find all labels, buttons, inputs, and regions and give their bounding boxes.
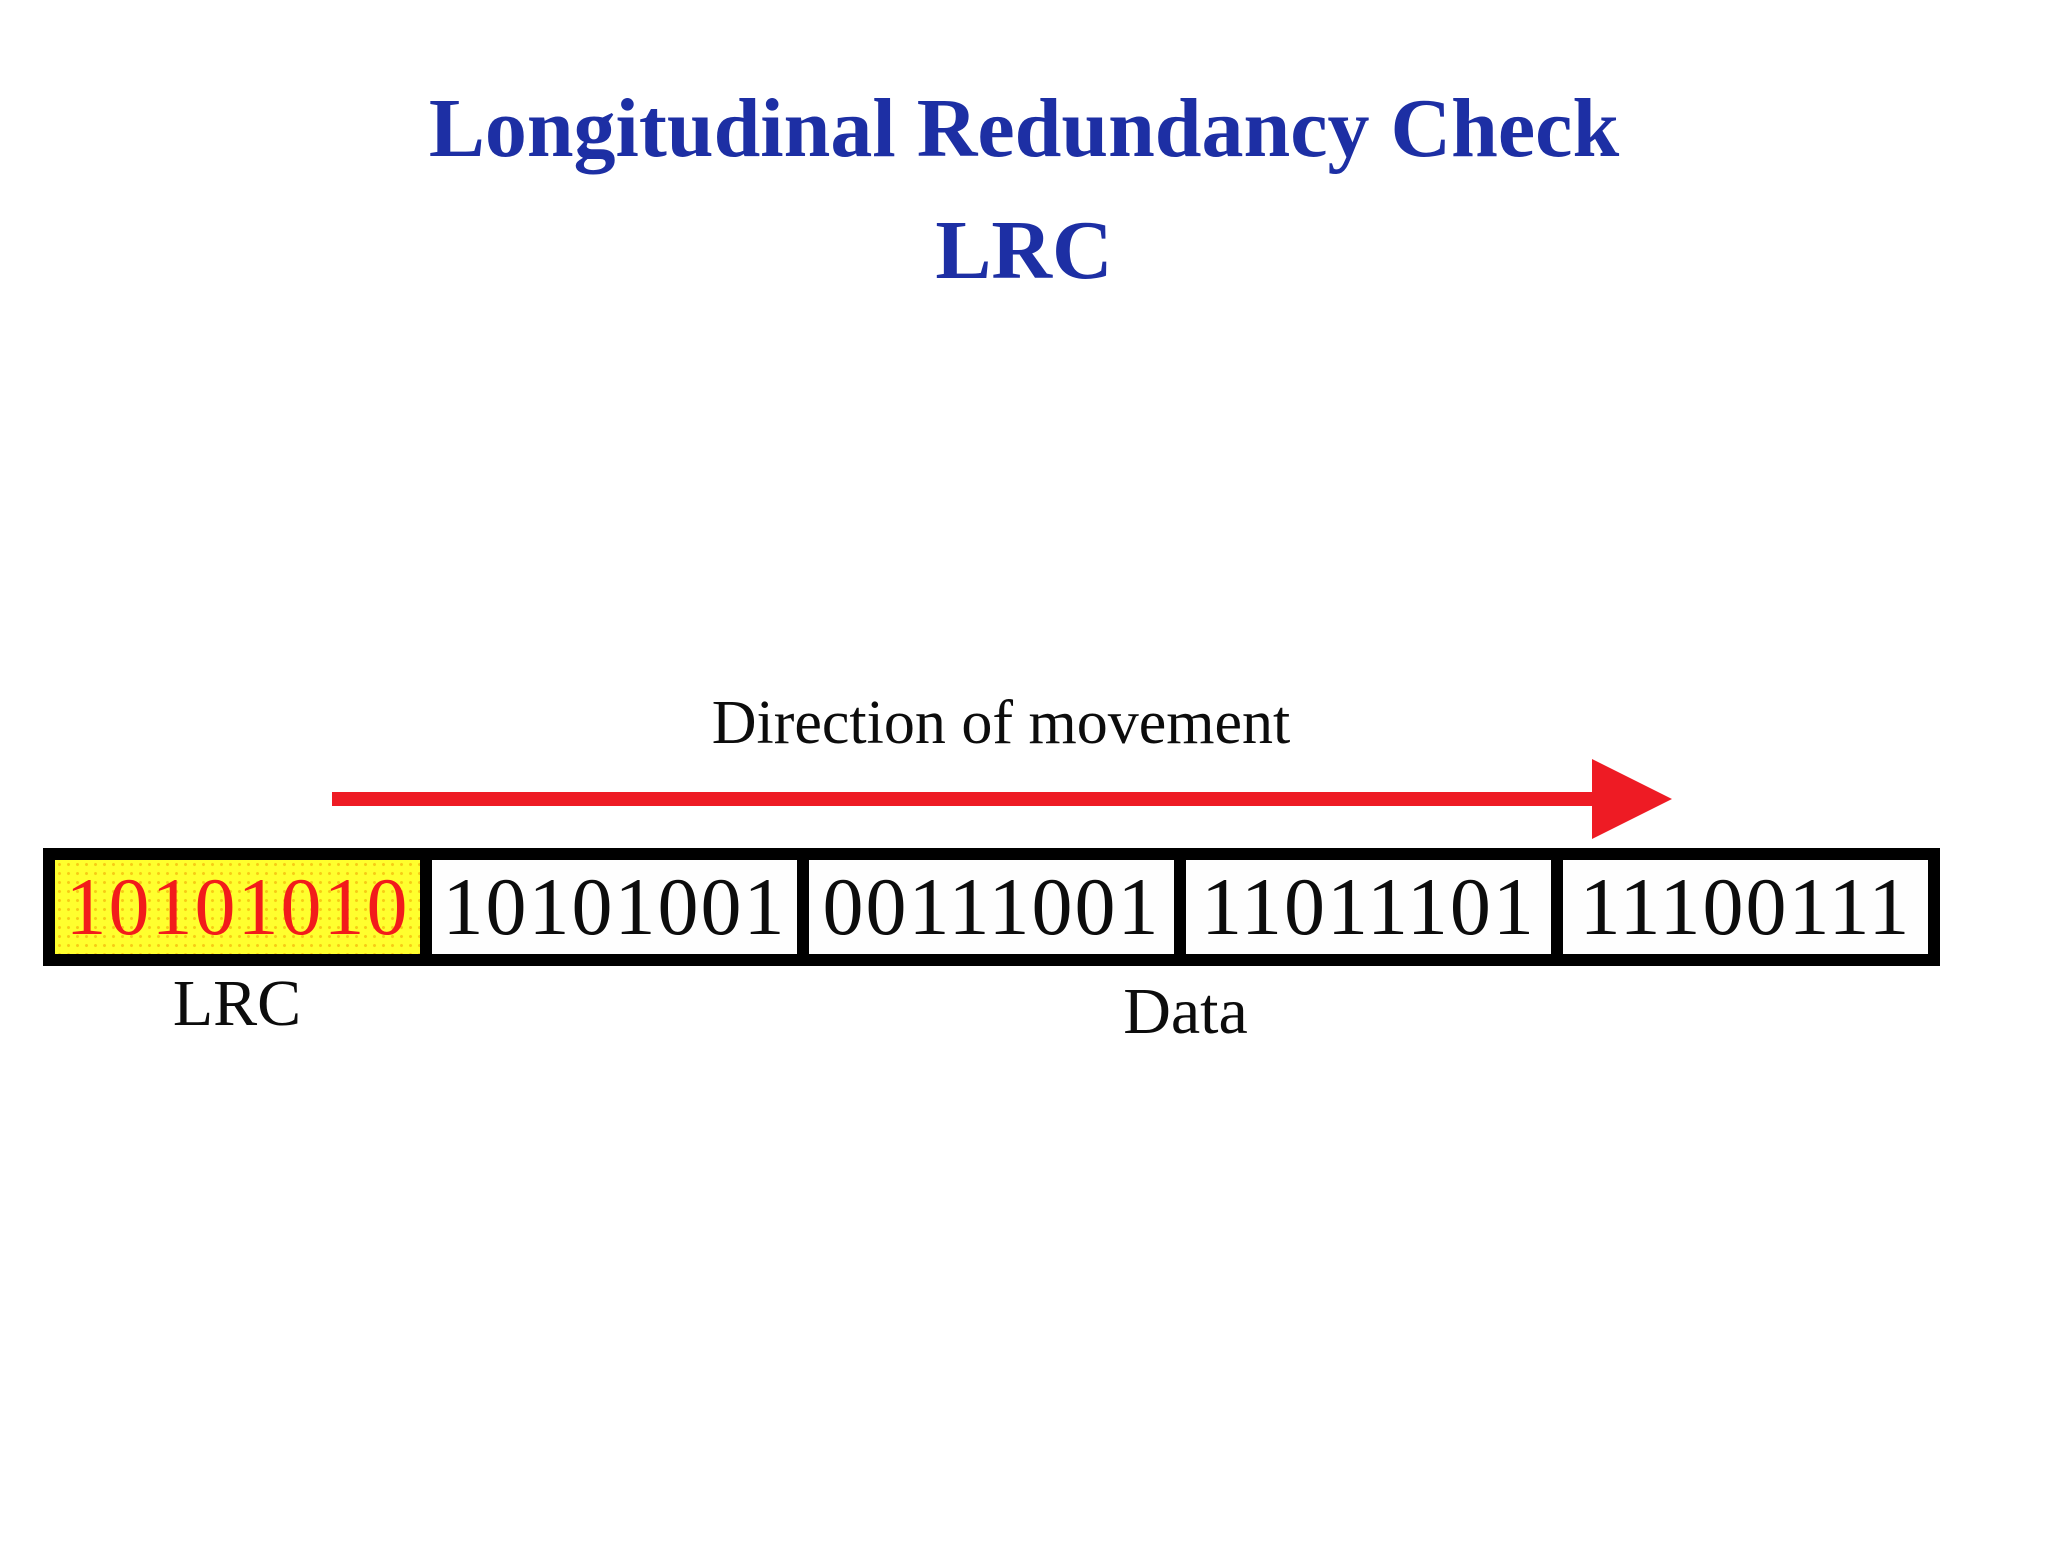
frame-cell-data-1: 10101001 [420, 860, 797, 954]
data-label: Data [1123, 975, 1248, 1048]
title-line-2: LRC [935, 204, 1113, 297]
frame-table: 10101010 10101001 00111001 11011101 1110… [43, 848, 1940, 966]
page-title: Longitudinal Redundancy Check LRC [0, 68, 2048, 312]
direction-of-movement-label: Direction of movement [711, 689, 1291, 757]
direction-arrow-head-icon [1592, 759, 1672, 839]
title-line-1: Longitudinal Redundancy Check [428, 82, 1620, 175]
frame-cell-data-3: 11011101 [1174, 860, 1551, 954]
lrc-label: LRC [172, 967, 302, 1040]
frame-cell-lrc: 10101010 [55, 860, 420, 954]
direction-arrow-line [332, 792, 1602, 806]
frame-cell-data-4: 11100111 [1551, 860, 1928, 954]
frame-cell-data-2: 00111001 [797, 860, 1174, 954]
